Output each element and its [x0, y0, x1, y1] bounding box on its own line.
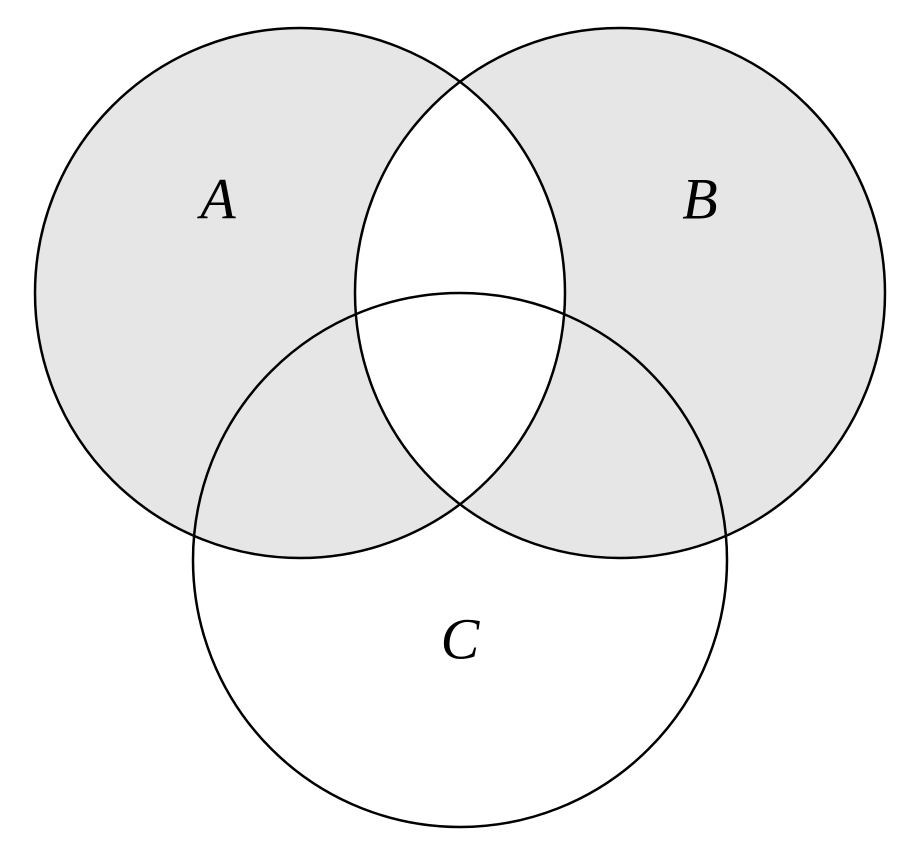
circle-set-c[interactable]: [191, 291, 729, 829]
circle-set-b[interactable]: [353, 26, 887, 560]
set-label-c: C: [441, 606, 481, 671]
circle-outlines-group: [33, 26, 887, 829]
set-labels-group: A B C: [196, 166, 717, 671]
set-label-a: A: [196, 166, 236, 231]
set-label-b: B: [682, 166, 717, 231]
circle-set-a[interactable]: [33, 26, 567, 560]
